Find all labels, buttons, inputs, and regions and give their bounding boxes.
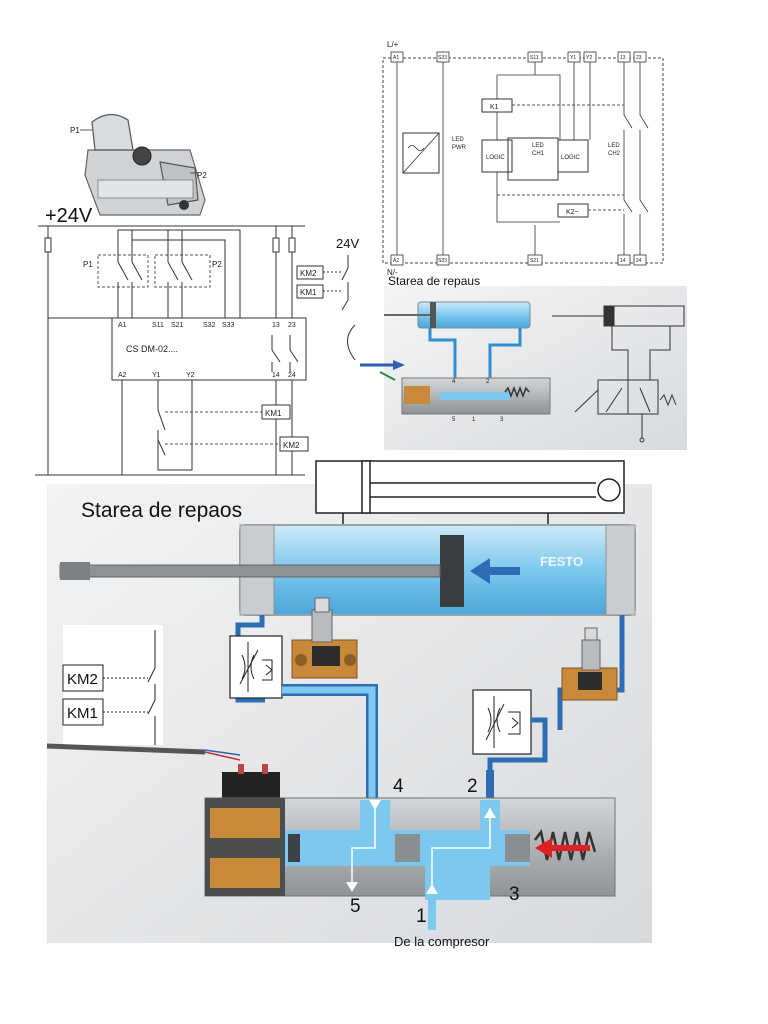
terminal-a2: A2 [118, 372, 127, 379]
voltage-24v: 24V [336, 236, 359, 251]
switch-label-p2: P2 [212, 260, 222, 269]
rt-terminal-s33: S33 [438, 55, 447, 61]
coil-km2-label: KM2 [300, 269, 317, 278]
k1-label: K1 [490, 104, 499, 111]
spring-force-arrow-icon [535, 838, 552, 858]
two-hand-control-device [80, 113, 206, 216]
flow-control-right [472, 689, 532, 755]
logic-2: LOGIC [561, 155, 580, 161]
solenoid-coil [222, 772, 280, 800]
relay-model: CS DM-02.... [126, 344, 178, 354]
small-port-5: 5 [452, 417, 456, 423]
rt-terminal-y1: Y1 [570, 55, 576, 61]
flow-control-left [229, 635, 283, 699]
rt-terminal-s21: S21 [530, 258, 539, 264]
port-3: 3 [509, 884, 520, 905]
label-l-plus: L/+ [387, 40, 399, 49]
terminal-s33: S33 [222, 322, 235, 329]
terminal-s32: S32 [203, 322, 216, 329]
small-port-4: 4 [452, 379, 456, 385]
terminal-a1: A1 [118, 322, 127, 329]
relay-module [111, 317, 307, 381]
led-pwr-1: LED [452, 137, 464, 143]
led-ch2-2: CH2 [608, 151, 621, 157]
logic-1: LOGIC [486, 155, 505, 161]
rest-state-title-small: Starea de repaus [388, 274, 480, 288]
rt-terminal-13: 13 [620, 55, 626, 61]
rt-terminal-y2: Y2 [586, 55, 592, 61]
port-5: 5 [350, 896, 361, 917]
led-ch1-1: LED [532, 143, 544, 149]
terminal-y2: Y2 [186, 372, 195, 379]
contactor-km1 [261, 404, 291, 420]
terminal-23: 23 [288, 322, 296, 329]
rt-terminal-a1: A1 [393, 55, 399, 61]
compressor-source-label: De la compresor [394, 934, 490, 949]
contactor-km1-label: KM1 [265, 409, 282, 418]
port-1: 1 [416, 906, 427, 927]
terminal-s21: S21 [171, 322, 184, 329]
flow-valve-photo-left [291, 597, 358, 679]
terminal-24: 24 [288, 372, 296, 379]
small-port-3: 3 [500, 417, 504, 423]
rest-state-title: Starea de repaos [81, 499, 242, 522]
inset-km1: KM1 [67, 705, 98, 722]
led-ch1-2: CH1 [532, 151, 545, 157]
small-port-1: 1 [472, 417, 476, 423]
terminal-13: 13 [272, 322, 280, 329]
inset-km2: KM2 [67, 671, 98, 688]
device-label-p2: P2 [197, 171, 207, 180]
rt-terminal-s33b: S33 [438, 258, 447, 264]
device-label-p1: P1 [70, 126, 80, 135]
contactor-km2-label: KM2 [283, 441, 300, 450]
contactor-km2 [279, 436, 309, 452]
rt-terminal-14: 14 [620, 258, 626, 264]
switch-label-p1: P1 [83, 260, 93, 269]
piston-arrow-icon [470, 558, 490, 584]
port-2: 2 [467, 776, 478, 797]
label-n-minus: N/- [387, 268, 398, 277]
terminal-y1: Y1 [152, 372, 161, 379]
small-port-2: 2 [486, 379, 490, 385]
brand-label: FESTO [540, 554, 583, 569]
led-ch2-1: LED [608, 143, 620, 149]
k2-label: K2~ [566, 209, 579, 216]
iso-valve-symbol [552, 305, 685, 443]
led-pwr-2: PWR [452, 145, 467, 151]
rt-terminal-a2: A2 [393, 258, 399, 264]
port-4: 4 [393, 776, 404, 797]
supply-label: +24V [45, 205, 93, 227]
rt-terminal-24: 24 [636, 258, 642, 264]
rt-terminal-s11: S11 [530, 55, 539, 61]
terminal-14: 14 [272, 372, 280, 379]
flow-valve-photo-right [561, 627, 618, 701]
coil-km1-label: KM1 [300, 288, 317, 297]
terminal-s11: S11 [152, 322, 164, 329]
rt-terminal-23: 23 [636, 55, 642, 61]
